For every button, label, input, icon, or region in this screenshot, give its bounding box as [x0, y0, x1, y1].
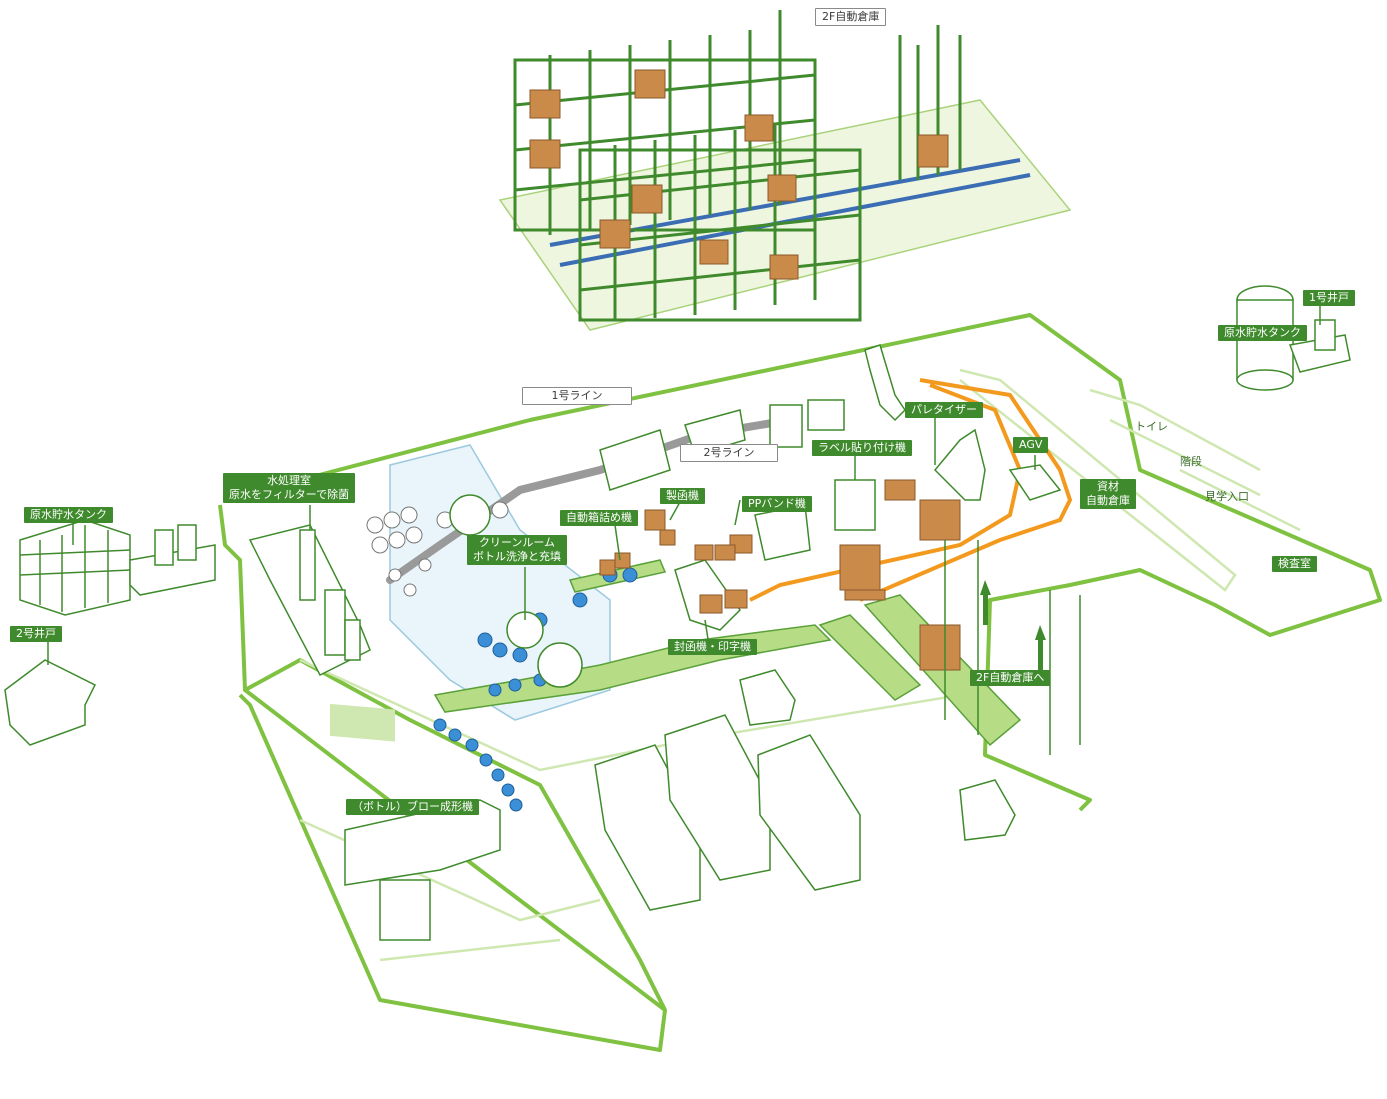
label-agv: AGV: [1013, 437, 1049, 453]
room-stairs: 階段: [1180, 455, 1202, 468]
label-well1: 1号井戸: [1303, 290, 1355, 306]
label-pp-band: PPバンド機: [742, 496, 812, 512]
box-stacks: [599, 479, 961, 671]
label-box-maker: 製函機: [660, 488, 705, 504]
label-line2: 2号ライン: [680, 444, 778, 462]
label-auto-boxing: 自動箱詰め機: [560, 510, 638, 526]
label-raw-tank-left: 原水貯水タンク: [24, 507, 113, 523]
label-line1: 1号ライン: [522, 387, 632, 405]
label-sealer-printer: 封函機・印字機: [668, 639, 757, 655]
inner-walls: [299, 368, 1301, 962]
label-to-2f-warehouse: 2F自動倉庫へ: [970, 670, 1051, 686]
warehouse-2f-structure: [498, 10, 1072, 331]
label-cleanroom: クリーンルーム ボトル洗浄と充填: [467, 535, 567, 565]
up-arrows: [980, 580, 1046, 670]
label-inspection: 検査室: [1272, 556, 1317, 572]
label-label-machine: ラベル貼り付け機: [812, 440, 912, 456]
room-toilet: トイレ: [1135, 420, 1168, 433]
label-well2: 2号井戸: [10, 626, 62, 642]
machines: [4, 285, 1351, 941]
label-materials-warehouse: 資材 自動倉庫: [1080, 479, 1136, 509]
label-warehouse-2f: 2F自動倉庫: [815, 8, 887, 26]
room-visitor-entrance: 見学入口: [1205, 490, 1249, 503]
label-tank-right: 原水貯水タンク: [1218, 325, 1307, 341]
label-blow-molding: （ボトル）ブロー成形機: [346, 799, 479, 815]
label-pointers: [47, 305, 1321, 665]
agv-path: [749, 378, 1073, 602]
label-water-treatment: 水処理室 原水をフィルターで除菌: [223, 473, 356, 503]
label-palletizer: パレタイザー: [905, 402, 983, 418]
warehouse-floor: [498, 99, 1072, 331]
vertical-lift-lines: [944, 540, 1081, 755]
